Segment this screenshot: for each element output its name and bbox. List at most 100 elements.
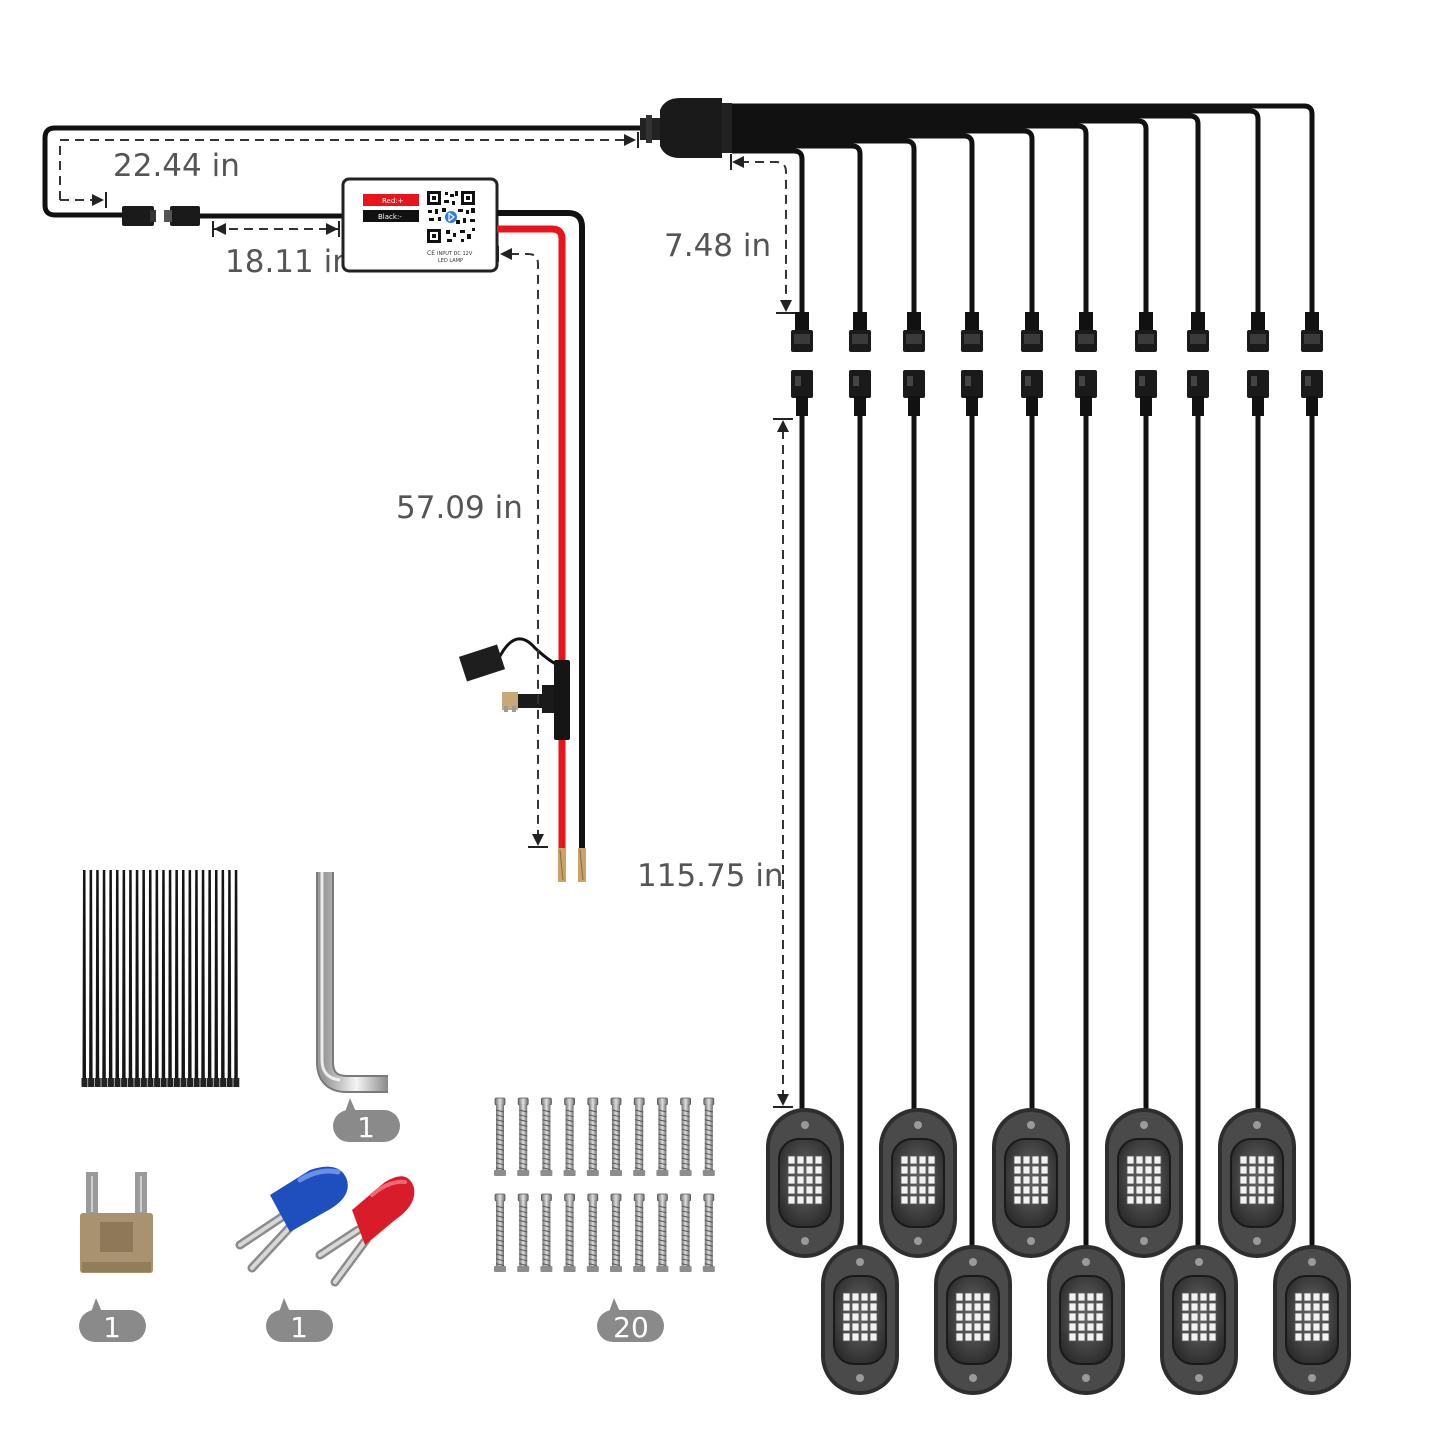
led-chip [1303,1322,1312,1332]
branch-connector-male [965,312,979,332]
led-chip [1022,1185,1031,1195]
led-chip [1068,1302,1077,1312]
rock-light-10 [1273,1245,1351,1395]
led-chip [851,1332,860,1342]
led-chip [1077,1292,1086,1302]
led-chip [1153,1165,1162,1175]
led-chip [814,1165,823,1175]
led-chip [1077,1332,1086,1342]
led-chip [1199,1332,1208,1342]
badge-screws: 20 [597,1298,664,1344]
branch-5 [732,128,1043,1130]
red-wire-label-strip [363,194,419,206]
spade-terminals [235,1166,415,1287]
led-chip [1068,1312,1077,1322]
controller-input-text: INPUT DC 12V [437,251,473,257]
screw [494,1193,506,1272]
led-chip [1199,1302,1208,1312]
led-chip [1077,1312,1086,1322]
led-chip [1321,1302,1330,1312]
led-chip [1013,1155,1022,1165]
led-chip [1190,1322,1199,1332]
led-chip [900,1185,909,1195]
cable-tie [140,870,147,1087]
main-cable [42,125,640,226]
led-chip [1321,1312,1330,1322]
led-chip [955,1332,964,1342]
led-chip [900,1155,909,1165]
led-chip [1266,1185,1275,1195]
power-leads [497,210,586,882]
cable-tie [160,870,167,1087]
led-chip [1181,1292,1190,1302]
led-chip [1068,1332,1077,1342]
led-chip [814,1175,823,1185]
cable-tie [167,870,174,1087]
led-chip [1181,1322,1190,1332]
branch-wires [732,103,1323,1268]
led-chip [1190,1292,1199,1302]
led-chip [1013,1195,1022,1205]
led-chip [787,1195,796,1205]
screw [610,1097,622,1176]
led-chip [869,1312,878,1322]
led-chip [909,1165,918,1175]
led-chip [787,1155,796,1165]
led-chip [1144,1185,1153,1195]
screw [610,1193,622,1272]
dimension-pod-lead-label: 115.75 in [637,858,784,894]
branch-connector-female [1187,370,1209,398]
led-chip [1031,1155,1040,1165]
cable-tie [206,870,213,1087]
led-chip [1013,1175,1022,1185]
led-chip [796,1165,805,1175]
led-chip [1077,1322,1086,1332]
led-chip [1294,1322,1303,1332]
led-chip [805,1195,814,1205]
led-chip [1031,1185,1040,1195]
led-chip [842,1292,851,1302]
led-chip [982,1292,991,1302]
led-chip [860,1322,869,1332]
led-chip [814,1155,823,1165]
led-chip [1266,1175,1275,1185]
branch-7 [732,118,1157,1130]
cable-tie [81,870,88,1087]
led-chip [1144,1195,1153,1205]
branch-6 [732,123,1097,1268]
led-chip [900,1195,909,1205]
led-chip [1126,1175,1135,1185]
dimension-branch-lead-label: 7.48 in [664,228,771,264]
led-chip [982,1332,991,1342]
branch-connector-female [1301,370,1323,398]
led-chip [1135,1175,1144,1185]
led-chip [1077,1302,1086,1312]
rock-light-3 [992,1108,1070,1258]
screw [656,1193,669,1272]
screw [517,1193,530,1272]
branch-connector-male [1079,312,1093,332]
led-chip [1199,1312,1208,1322]
led-chip [955,1292,964,1302]
led-chip [1303,1332,1312,1342]
led-chip [1239,1185,1248,1195]
cable-tie [233,870,240,1087]
led-chip [955,1312,964,1322]
led-chip [1181,1302,1190,1312]
led-chip [900,1165,909,1175]
screw [540,1193,553,1272]
inline-fuse-holder [458,637,570,740]
led-chip [1040,1155,1049,1165]
mounting-screws [494,1097,715,1272]
led-chip [1303,1312,1312,1322]
led-chip [1022,1175,1031,1185]
rock-light-6 [821,1245,899,1395]
led-chip [955,1322,964,1332]
led-chip [1239,1155,1248,1165]
led-chip [1239,1175,1248,1185]
led-chip [1135,1155,1144,1165]
cable-tie [101,870,108,1087]
screw [702,1097,715,1176]
screw [563,1097,576,1176]
branch-connector-male [1191,312,1205,332]
